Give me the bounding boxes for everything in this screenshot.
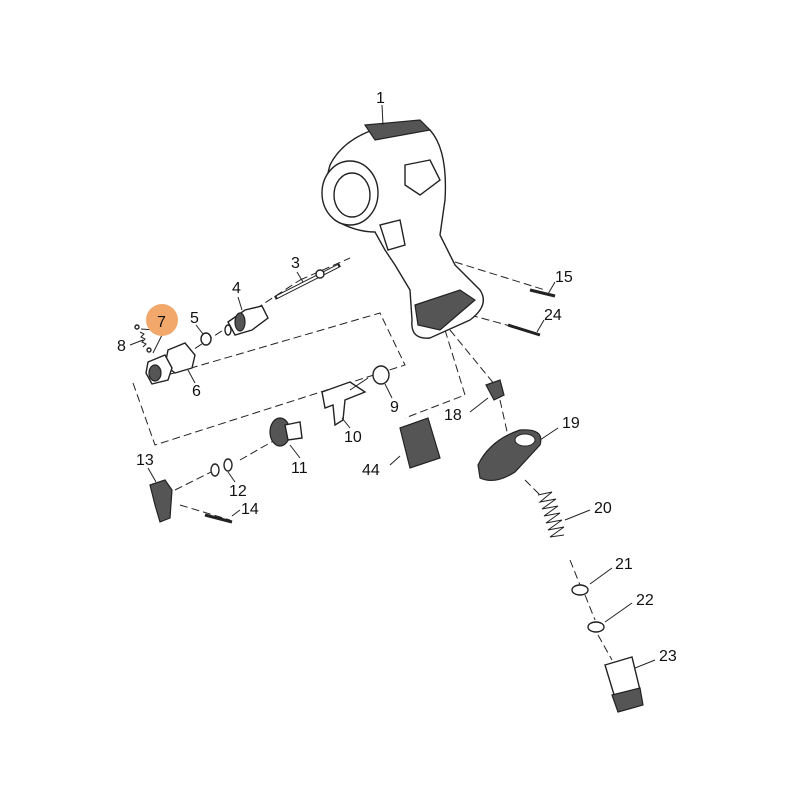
- callout-9[interactable]: 9: [390, 399, 399, 416]
- callout-11[interactable]: 11: [291, 460, 308, 477]
- part-11-adjuster: [269, 417, 303, 447]
- callout-8[interactable]: 8: [117, 338, 126, 355]
- part-10-yoke: [321, 377, 369, 427]
- part-12-o-rings: [210, 458, 233, 477]
- callout-7[interactable]: 7: [157, 314, 166, 331]
- part-1-housing: [321, 119, 484, 339]
- part-15-pin: [529, 288, 556, 298]
- highlight-marker-7[interactable]: [146, 304, 178, 336]
- part-9-o-ring: [372, 365, 390, 385]
- callout-1[interactable]: 1: [376, 90, 385, 107]
- part-14-pin: [204, 513, 233, 524]
- part-22-o-ring: [587, 621, 605, 633]
- callout-labels: 1 3 4 5 7 8 6 9 10 11 12 13 14 15 24 18 …: [117, 90, 677, 665]
- part-23-inlet-fitting: [604, 656, 644, 713]
- callout-20[interactable]: 20: [594, 500, 612, 517]
- part-20-spring: [537, 491, 565, 538]
- callout-18[interactable]: 18: [444, 407, 462, 424]
- part-21-o-ring: [571, 584, 589, 596]
- callout-6[interactable]: 6: [192, 383, 201, 400]
- part-44-filter: [399, 417, 441, 469]
- callout-4[interactable]: 4: [232, 280, 241, 297]
- part-5-o-ring: [200, 332, 212, 346]
- part-3-shaft: [274, 263, 341, 300]
- callout-5[interactable]: 5: [190, 310, 199, 327]
- callout-13[interactable]: 13: [136, 452, 154, 469]
- part-19-guard-plate: [477, 429, 542, 482]
- callout-21[interactable]: 21: [615, 556, 633, 573]
- callout-22[interactable]: 22: [636, 592, 654, 609]
- part-7-8-spring-ball: [134, 324, 152, 353]
- callout-24[interactable]: 24: [544, 307, 562, 324]
- part-13-trigger: [149, 479, 173, 523]
- part-4-valve-stem: [224, 305, 269, 336]
- callout-12[interactable]: 12: [229, 483, 247, 500]
- callout-10[interactable]: 10: [344, 429, 362, 446]
- part-18-nozzle: [485, 379, 505, 401]
- callout-14[interactable]: 14: [241, 501, 259, 518]
- part-24-pin: [507, 323, 541, 337]
- part-6-valve-housing: [145, 342, 196, 385]
- callout-19[interactable]: 19: [562, 415, 580, 432]
- assembly-guides: [132, 257, 613, 661]
- callout-15[interactable]: 15: [555, 269, 573, 286]
- callout-44[interactable]: 44: [362, 462, 380, 479]
- callout-23[interactable]: 23: [659, 648, 677, 665]
- callout-3[interactable]: 3: [291, 255, 300, 272]
